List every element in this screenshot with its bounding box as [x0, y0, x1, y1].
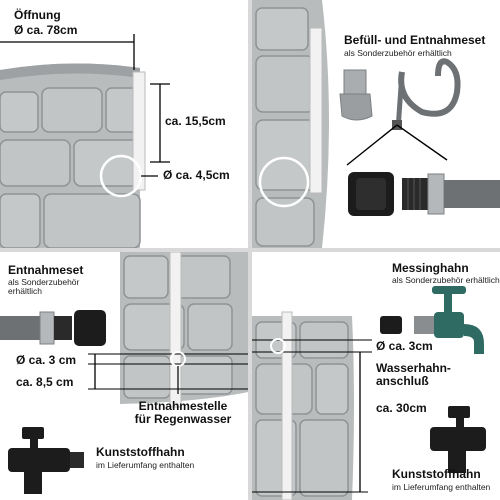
opening-diameter-label: Ø ca. 78cm: [14, 23, 78, 37]
extraction-heading: Entnahmeset: [8, 263, 84, 277]
extraction-diameter-label: Ø ca. 3 cm: [16, 353, 77, 367]
opening-heading: Öffnung: [14, 8, 61, 22]
extraction-set-illustration: [0, 252, 248, 494]
panel-opening: Öffnung Ø ca. 78cm ca. 15,5cm Ø ca. 4,5c…: [0, 0, 248, 248]
outlet-label: Entnahmestelle für Regenwasser: [134, 399, 232, 426]
connector-label: Wasserhahn-anschluß: [376, 361, 451, 388]
brass-height-label: ca. 30cm: [376, 401, 427, 415]
extraction-height-label: ca. 8,5 cm: [16, 375, 74, 389]
hole-diameter-label: Ø ca. 4,5cm: [163, 168, 230, 182]
fill-set-illustration: [252, 0, 500, 248]
plastic-tap-label: Kunststoffhahn: [96, 445, 185, 459]
fill-set-note: als Sonderzubehör erhältlich: [344, 48, 452, 58]
panel-extraction-set: Entnahmeset als Sonderzubehör erhältlich…: [0, 252, 248, 500]
brass-tap-illustration: [252, 286, 486, 500]
brass-plastic-tap-label: Kunststoffhahn: [392, 467, 481, 481]
fill-set-heading: Befüll- und Entnahmeset: [344, 33, 486, 47]
stone-rim-illustration: [0, 34, 170, 248]
rim-height-label: ca. 15,5cm: [165, 114, 226, 128]
panel-brass-tap: Messinghahn als Sonderzubehör erhältlich…: [252, 252, 500, 500]
plastic-tap-note: im Lieferumfang enthalten: [96, 460, 195, 470]
brass-plastic-tap-note: im Lieferumfang enthalten: [392, 482, 491, 492]
extraction-note: als Sonderzubehör erhältlich: [8, 277, 80, 296]
brass-tap-note: als Sonderzubehör erhältlich: [392, 275, 500, 285]
panel-fill-extract-set: Befüll- und Entnahmeset als Sonderzubehö…: [252, 0, 500, 248]
brass-tap-heading: Messinghahn: [392, 261, 469, 275]
brass-diameter-label: Ø ca. 3cm: [376, 339, 433, 353]
